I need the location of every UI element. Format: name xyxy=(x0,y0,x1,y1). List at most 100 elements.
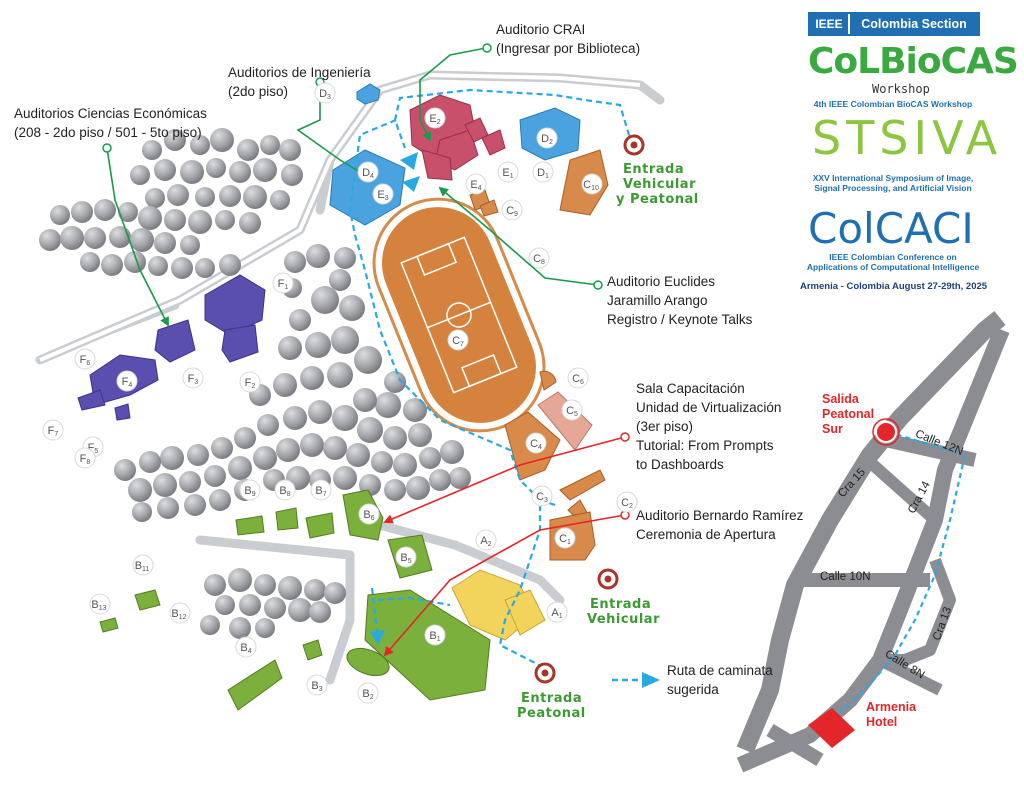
callout-economicas-2: (208 - 2do piso / 501 - 5to piso) xyxy=(14,125,202,140)
armenia-hotel-marker xyxy=(808,708,855,748)
tree xyxy=(60,226,84,250)
tree xyxy=(101,254,123,276)
tree xyxy=(128,478,152,502)
tree xyxy=(309,601,331,623)
building-label-a2: A2 xyxy=(475,529,497,551)
red-callout-lines xyxy=(383,436,626,657)
tree xyxy=(215,210,235,230)
tree xyxy=(311,286,339,314)
tree xyxy=(300,366,324,390)
tree xyxy=(154,232,176,254)
building-label-c8: C8 xyxy=(528,247,550,269)
tree xyxy=(334,247,356,269)
svg-text:B8: B8 xyxy=(279,485,290,498)
tree xyxy=(154,159,176,181)
svg-text:C2: C2 xyxy=(621,497,633,510)
building-label-b13: B13 xyxy=(89,593,111,615)
svg-text:A1: A1 xyxy=(551,607,562,620)
colcaci-desc-1: IEEE Colombian Conference on xyxy=(829,252,957,262)
entrance-vp-1: Entrada xyxy=(623,162,685,177)
svg-text:C4: C4 xyxy=(530,438,542,451)
tree xyxy=(118,202,138,222)
svg-text:E1: E1 xyxy=(502,167,513,180)
building-label-d4: D4 xyxy=(357,161,379,183)
tree xyxy=(260,135,280,155)
tree xyxy=(332,405,358,431)
building-label-f8: F8 xyxy=(74,447,96,469)
callout-sala-4: Tutorial: From Prompts xyxy=(636,438,774,453)
building-label-c5: C5 xyxy=(561,399,583,421)
building-label-d2: D2 xyxy=(536,127,558,149)
building-label-b12: B12 xyxy=(169,602,191,624)
stsiva-desc-2: Signal Processing, and Artificial Vision xyxy=(814,183,972,193)
tree xyxy=(278,336,302,360)
building-label-b8: B8 xyxy=(274,479,296,501)
callout-sala-3: (3er piso) xyxy=(636,419,694,434)
entrance-vp-2: Vehicular xyxy=(623,177,696,192)
tree xyxy=(393,453,417,477)
tree xyxy=(206,158,226,178)
building-label-c10: C10 xyxy=(581,173,603,195)
building-label-c6: C6 xyxy=(567,367,589,389)
tree xyxy=(204,465,226,487)
callout-bernardo-2: Ceremonia de Apertura xyxy=(636,527,776,542)
tree xyxy=(300,433,324,457)
salida-peatonal-sur-marker xyxy=(872,418,900,446)
tree xyxy=(371,451,393,473)
svg-text:E2: E2 xyxy=(429,113,440,126)
building-label-b5: B5 xyxy=(395,546,417,568)
svg-text:A2: A2 xyxy=(480,535,491,548)
tree xyxy=(210,128,234,152)
tree xyxy=(254,574,276,596)
tree xyxy=(429,469,451,491)
exit-label-3: Sur xyxy=(822,422,843,436)
building-label-c3: C3 xyxy=(531,485,553,507)
tree xyxy=(346,443,370,467)
tree xyxy=(333,466,357,490)
entrance-veh-1: Entrada xyxy=(590,597,652,612)
callout-bernardo-1: Auditorio Bernardo Ramírez xyxy=(636,508,804,523)
tree xyxy=(130,165,150,185)
colbiocas-logo: CoLBioCAS xyxy=(808,41,1019,82)
block-f-buildings xyxy=(77,274,266,421)
tree xyxy=(94,199,116,221)
tree xyxy=(215,595,235,615)
building-label-b3: B3 xyxy=(306,674,328,696)
svg-text:B3: B3 xyxy=(311,680,322,693)
exit-label-2: Peatonal xyxy=(822,407,875,421)
svg-text:D4: D4 xyxy=(362,167,374,180)
inset-street-map xyxy=(736,310,1010,773)
legend-walk-2: sugerida xyxy=(667,682,719,697)
route-arrows xyxy=(370,152,420,645)
tree xyxy=(331,326,359,354)
building-label-b1: B1 xyxy=(424,624,446,646)
callout-ingenieria-2: (2do piso) xyxy=(228,84,289,99)
tree xyxy=(211,437,233,459)
tree xyxy=(39,229,61,251)
building-label-a1: A1 xyxy=(546,601,568,623)
tree xyxy=(142,140,162,160)
svg-text:B9: B9 xyxy=(244,485,255,498)
tree xyxy=(403,398,427,422)
svg-text:F1: F1 xyxy=(278,278,289,291)
tree xyxy=(219,185,241,207)
svg-text:B12: B12 xyxy=(171,608,186,621)
svg-text:F2: F2 xyxy=(245,377,256,390)
building-label-b6: B6 xyxy=(358,503,380,525)
colbiocas-desc: 4th IEEE Colombian BioCAS Workshop xyxy=(813,99,973,109)
tree xyxy=(289,309,311,331)
tree xyxy=(284,251,306,273)
tree xyxy=(339,295,365,321)
building-label-f2: F2 xyxy=(239,371,261,393)
svg-text:F4: F4 xyxy=(122,376,133,389)
svg-text:B5: B5 xyxy=(400,552,411,565)
tree xyxy=(190,135,210,155)
tree xyxy=(239,212,261,234)
svg-text:F7: F7 xyxy=(48,425,59,438)
building-label-f3: F3 xyxy=(182,367,204,389)
tree xyxy=(419,447,441,469)
tree xyxy=(323,436,347,460)
svg-text:B11: B11 xyxy=(135,560,150,573)
entrance-vehicular-marker xyxy=(597,568,619,590)
